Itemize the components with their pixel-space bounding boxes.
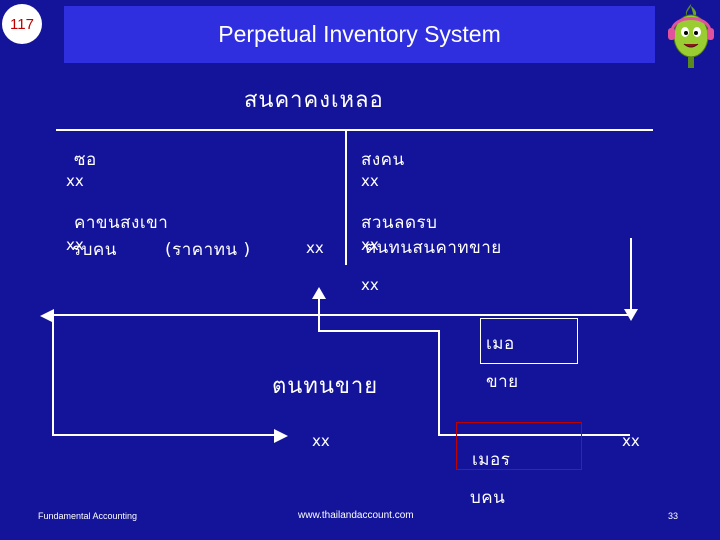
flow-line-left [52, 314, 54, 436]
purchases-value: xx [66, 172, 84, 190]
cartoon-mascot-icon [664, 2, 718, 70]
arrow-right-icon [274, 428, 288, 447]
t-account-top-line [56, 129, 653, 131]
freight-in-label: คาขนสงเขา [74, 209, 168, 236]
sell-label: ขาย [486, 368, 519, 395]
when-label: เมอ [486, 330, 515, 357]
cogs-transfer-value: xx [361, 276, 379, 294]
purchases-label: ซอ [74, 146, 97, 173]
arrow-up-icon [312, 284, 326, 303]
returns-note: (ราคาทน ) [165, 236, 251, 263]
cogs-label: ตนทนขาย [272, 368, 378, 403]
flow-line-down [438, 330, 440, 436]
returns-value: xx [306, 239, 324, 257]
footer-course: Fundamental Accounting [38, 511, 137, 521]
title-banner: Perpetual Inventory System [64, 6, 655, 63]
slide-number: 117 [10, 16, 34, 33]
arrow-down-icon [624, 306, 638, 325]
returned-value: xx [622, 432, 640, 450]
flow-line-bottom [52, 434, 278, 436]
flow-line-top [52, 314, 634, 316]
t-account-divider [345, 129, 347, 265]
footer-page-number: 33 [668, 511, 678, 521]
cogs-transfer-label: ตนทนสนคาทขาย [365, 234, 502, 261]
purchase-returns-value: xx [361, 172, 379, 190]
flow-line-right [630, 238, 632, 310]
footer-website[interactable]: www.thailandaccount.com [298, 510, 414, 521]
cogs-value: xx [312, 432, 330, 450]
returned-label: บคน [470, 484, 505, 511]
arrow-left-icon [40, 308, 54, 327]
slide-title: Perpetual Inventory System [218, 21, 501, 48]
when-returned-label: เมอร [472, 446, 510, 473]
discount-label: สวนลดรบ [361, 209, 437, 236]
inventory-heading: สนคาคงเหลอ [244, 82, 384, 117]
returns-label: รบคน [72, 236, 117, 263]
purchase-returns-label: สงคน [361, 146, 405, 173]
flow-line-to-when [318, 330, 440, 332]
slide-number-badge: 117 [2, 4, 42, 44]
